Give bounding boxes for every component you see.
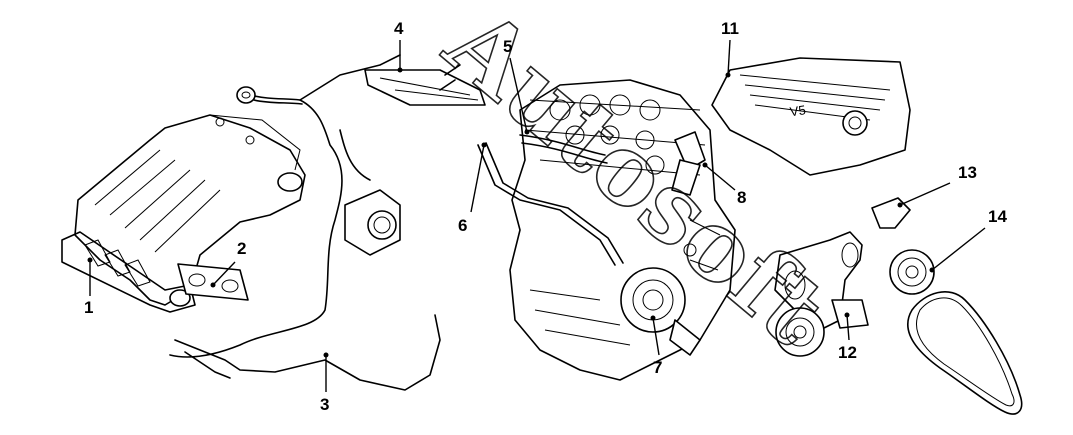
- callout-4: 4: [394, 19, 404, 38]
- callout-12: 12: [838, 343, 857, 362]
- leader-lines: [87, 39, 986, 392]
- water-pump-part: [774, 231, 869, 357]
- cover-label-text: V5: [789, 102, 807, 119]
- ignition-coil-part: [671, 131, 706, 196]
- throttle-body-part: [344, 189, 401, 256]
- oil-pump-part: [620, 267, 701, 356]
- engine-cover-part: V5: [711, 57, 911, 176]
- callout-7: 7: [653, 358, 662, 377]
- callout-11: 11: [721, 19, 739, 38]
- callout-1: 1: [84, 298, 93, 317]
- timing-belt-part: [907, 291, 1023, 415]
- callout-5: 5: [503, 37, 512, 56]
- intake-manifold-part: [61, 114, 306, 313]
- callout-2: 2: [237, 239, 246, 258]
- callout-8: 8: [737, 188, 746, 207]
- callout-14: 14: [988, 207, 1007, 226]
- callout-3: 3: [320, 395, 329, 414]
- vacuum-hose-part: [169, 54, 441, 391]
- callout-labels: 1 2 3 4 5 6 7 8 11 12 13 14: [84, 19, 1007, 414]
- callout-6: 6: [458, 216, 467, 235]
- callout-13: 13: [958, 163, 977, 182]
- injector-pipe-part: [519, 134, 608, 164]
- tensioner-pulley-part: [889, 249, 935, 295]
- manifold-gasket-part: [177, 263, 249, 301]
- vacuum-line-part: [477, 142, 624, 266]
- fuel-rail-part: [364, 64, 486, 106]
